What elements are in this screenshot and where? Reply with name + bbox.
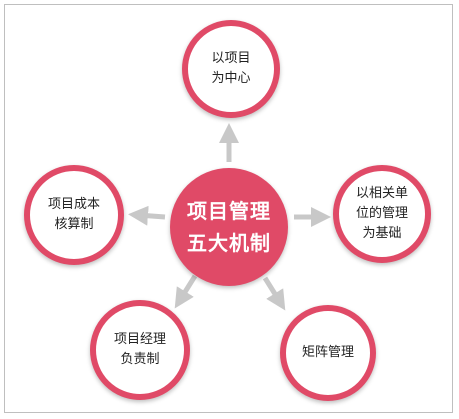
node-right-line: 为基础 [362, 226, 402, 241]
arrow-left [128, 205, 166, 226]
node-left: 项目成本 核算制 [24, 165, 124, 265]
node-right: 以相关单 位的管理 为基础 [333, 165, 431, 263]
node-bottom-left-line: 项目经理 [113, 332, 166, 347]
center-node-line: 项目管理 [187, 199, 271, 223]
node-right-line: 以相关单 [355, 186, 408, 201]
node-top-line: 以项目 [211, 51, 251, 66]
node-top-line: 为中心 [211, 71, 251, 86]
node-bottom-left-line: 负责制 [120, 352, 160, 367]
center-node: 项目管理 五大机制 [170, 168, 288, 286]
center-node-line: 五大机制 [187, 231, 271, 255]
node-bottom-left: 项目经理 负责制 [90, 300, 190, 400]
node-top: 以项目 为中心 [182, 20, 280, 118]
arrow-down-left [174, 274, 198, 309]
node-left-line: 项目成本 [47, 197, 100, 212]
node-bottom-right: 矩阵管理 [280, 305, 376, 401]
node-right-line: 位的管理 [355, 206, 408, 221]
arrow-down-right [262, 276, 286, 311]
node-left-line: 核算制 [54, 217, 94, 232]
node-bottom-right-line: 矩阵管理 [301, 345, 354, 360]
